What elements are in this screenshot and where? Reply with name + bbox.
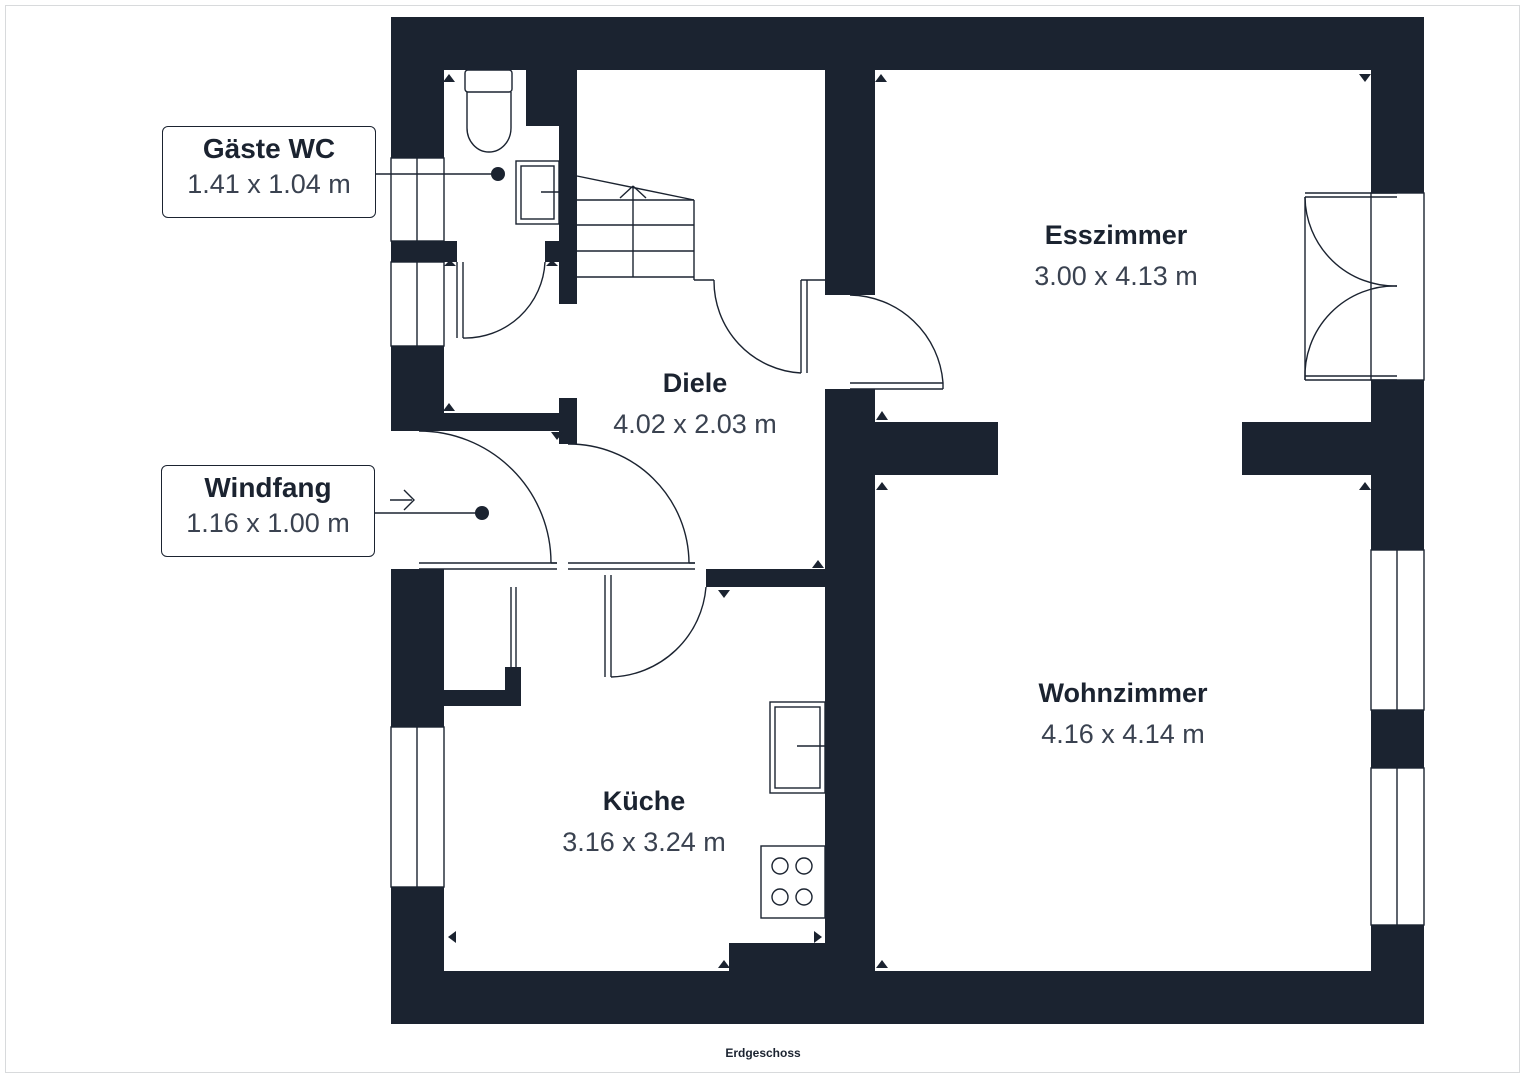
room-name-wohnzimmer: Wohnzimmer xyxy=(1038,678,1208,708)
room-name-diele: Diele xyxy=(663,368,728,398)
interior-walls xyxy=(391,17,1372,1024)
room-label-kueche: Küche 3.16 x 3.24 m xyxy=(562,786,726,857)
room-label-diele: Diele 4.02 x 2.03 m xyxy=(613,368,777,439)
pantry-door xyxy=(510,587,517,667)
door-diele-wohn xyxy=(693,200,825,374)
room-size-wohnzimmer: 4.16 x 4.14 m xyxy=(1041,719,1205,749)
callout-size-windfang: 1.16 x 1.00 m xyxy=(186,508,350,538)
room-size-diele: 4.02 x 2.03 m xyxy=(613,409,777,439)
room-size-kueche: 3.16 x 3.24 m xyxy=(562,827,726,857)
exterior-walls xyxy=(391,17,1424,1024)
floor-caption: Erdgeschoss xyxy=(725,1046,801,1060)
terrace-door-esszimmer xyxy=(1304,192,1425,381)
window-windfang xyxy=(390,261,445,347)
sink-icon xyxy=(769,701,826,794)
window-wc xyxy=(390,157,445,242)
room-name-esszimmer: Esszimmer xyxy=(1045,220,1188,250)
toilet-icon xyxy=(464,69,513,153)
stove-icon xyxy=(760,845,826,919)
washbasin-icon xyxy=(515,160,560,225)
window-kueche xyxy=(390,726,445,888)
door-kueche xyxy=(604,575,707,678)
callout-size-gaeste-wc: 1.41 x 1.04 m xyxy=(187,169,351,199)
callout-windfang: Windfang 1.16 x 1.00 m xyxy=(161,465,375,557)
window-wohnzimmer-1 xyxy=(1370,549,1425,711)
callout-name-windfang: Windfang xyxy=(204,472,332,503)
callout-name-gaeste-wc: Gäste WC xyxy=(202,133,336,164)
window-wohnzimmer-2 xyxy=(1370,767,1425,926)
room-label-esszimmer: Esszimmer 3.00 x 4.13 m xyxy=(1034,220,1198,291)
dimension-markers xyxy=(443,74,1371,968)
door-hauseingang xyxy=(418,430,557,570)
callout-gaeste-wc: Gäste WC 1.41 x 1.04 m xyxy=(162,126,376,218)
callout-leader-gaeste-wc xyxy=(375,167,505,181)
callout-leader-windfang xyxy=(374,506,489,520)
windows xyxy=(390,157,1425,926)
door-gaeste-wc xyxy=(456,261,546,339)
room-label-wohnzimmer: Wohnzimmer 4.16 x 4.14 m xyxy=(1038,678,1208,749)
room-size-esszimmer: 3.00 x 4.13 m xyxy=(1034,261,1198,291)
door-esszimmer xyxy=(849,294,944,390)
staircase-icon xyxy=(576,175,695,278)
page-border xyxy=(5,5,1520,1073)
entrance-arrow-icon xyxy=(390,489,415,511)
doors xyxy=(418,200,944,678)
door-windfang-diele xyxy=(567,443,695,570)
room-name-kueche: Küche xyxy=(603,786,686,816)
